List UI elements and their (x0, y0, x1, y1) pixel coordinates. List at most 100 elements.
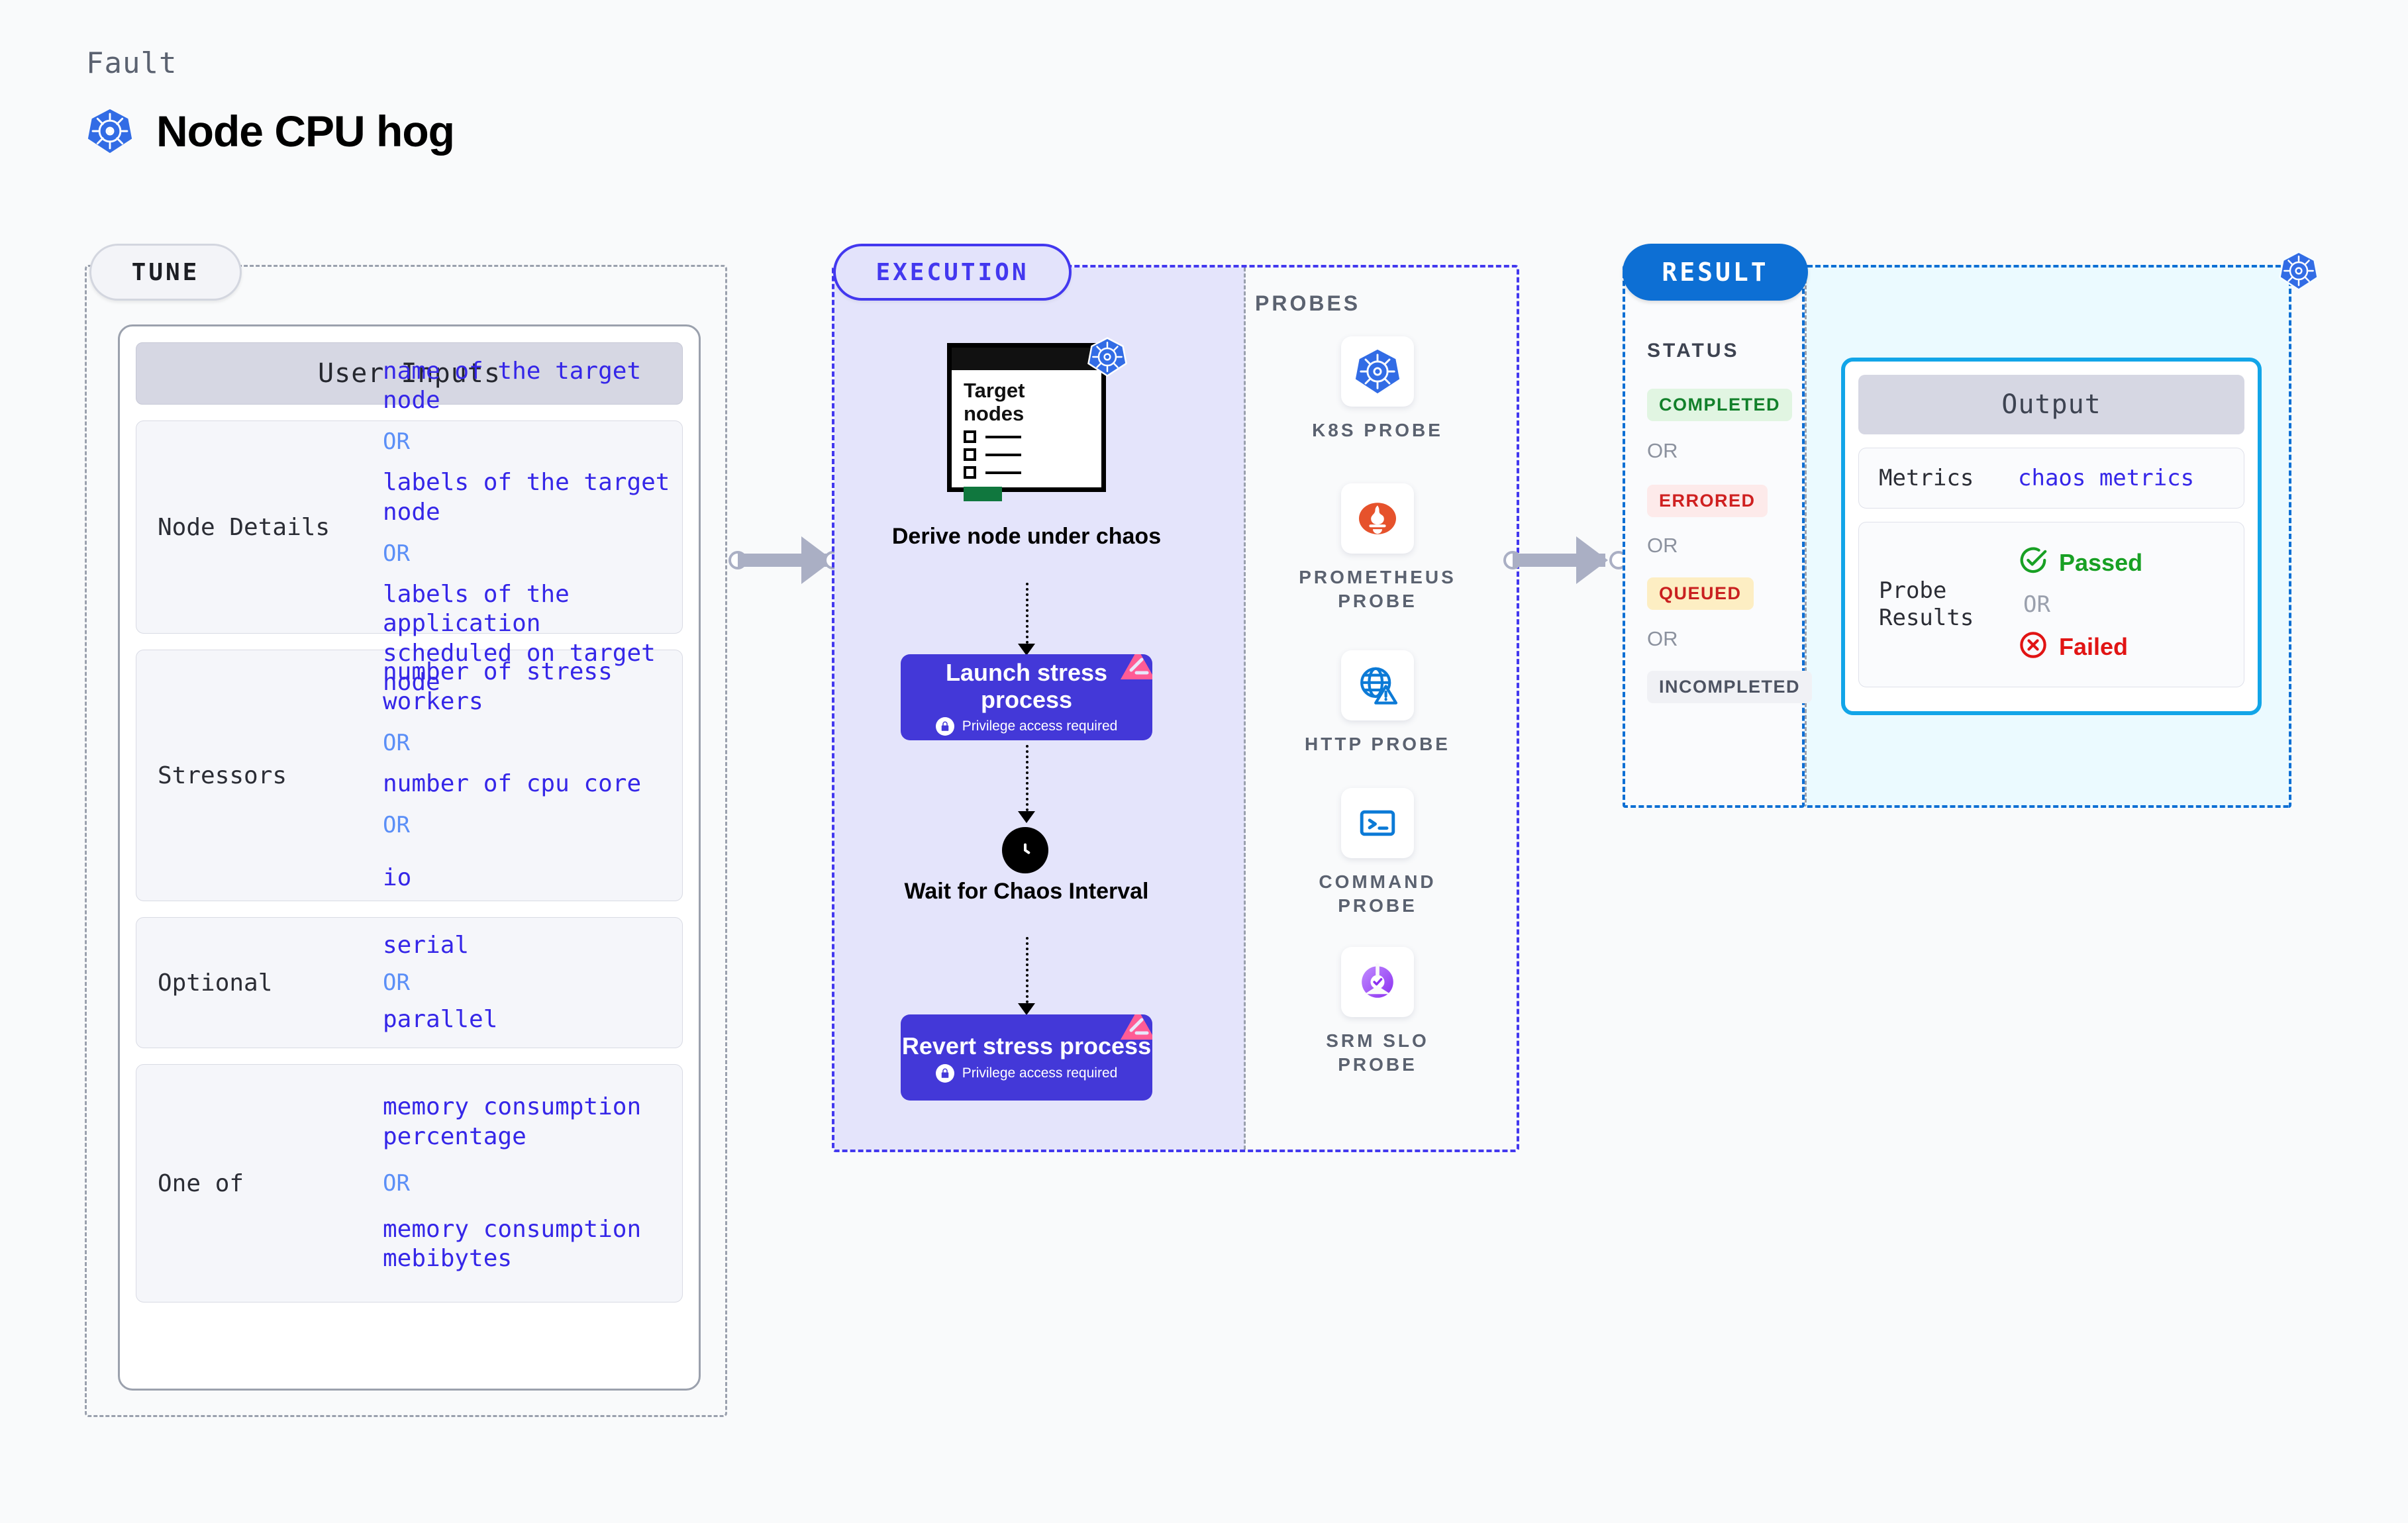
connector-arrowhead (1576, 536, 1608, 584)
flow-arrowhead (1018, 811, 1035, 823)
input-value: memory consumption mebibytes (383, 1216, 642, 1273)
probe-label: K8S PROBE (1312, 420, 1443, 440)
or-separator: OR (1647, 627, 1678, 650)
probes-divider (1244, 268, 1246, 1150)
page-title: Node CPU hog (156, 107, 455, 156)
probe-label: SRM SLO PROBE (1326, 1030, 1429, 1075)
input-row-node-details: Node Details name of the target node OR … (136, 358, 683, 696)
probe-item-k8s[interactable]: K8S PROBE (1298, 336, 1457, 442)
input-row-label: Node Details (158, 513, 330, 541)
prometheus-icon (1341, 483, 1414, 554)
slo-gauge-icon (1341, 947, 1414, 1017)
litmus-badge-icon (1117, 654, 1152, 691)
probe-item-prometheus[interactable]: PROMETHEUS PROBE (1298, 483, 1457, 614)
node-title: Revert stress process (901, 1032, 1152, 1060)
line-placeholder (985, 471, 1021, 474)
probes-section-label: PROBES (1255, 291, 1361, 315)
kubernetes-icon (86, 107, 134, 155)
or-separator: OR (383, 969, 410, 996)
revert-stress-process-node[interactable]: Revert stress process Privilege access r… (901, 1014, 1152, 1101)
output-row-label: Probe Results (1879, 577, 1974, 631)
terminal-icon (1341, 788, 1414, 858)
derive-node-caption: Derive node under chaos (891, 524, 1162, 549)
output-row-metrics: Metrics chaos metrics (1858, 448, 2244, 509)
or-separator: OR (383, 812, 410, 839)
tune-section-pill: TUNE (89, 244, 242, 301)
flow-arrow (1026, 745, 1028, 816)
execution-section-pill: EXECUTION (833, 244, 1072, 301)
target-nodes-title: Target nodes (964, 379, 1025, 425)
status-label: STATUS (1647, 340, 1740, 362)
input-value: number of stress workers (383, 658, 613, 715)
checkbox-row (964, 448, 1089, 462)
check-circle-icon (2018, 546, 2048, 579)
lock-icon (935, 717, 954, 736)
status-badge-errored: ERRORED (1647, 485, 1768, 517)
or-separator: OR (1647, 439, 1678, 462)
output-row-value: chaos metrics (2018, 465, 2195, 491)
probe-item-command[interactable]: COMMAND PROBE (1298, 788, 1457, 918)
lock-icon (935, 1063, 954, 1083)
probe-label: COMMAND PROBE (1319, 871, 1436, 916)
globe-warning-icon (1341, 650, 1414, 720)
node-title: Launch stress process (945, 658, 1108, 713)
or-separator: OR (2023, 591, 2050, 618)
fault-kicker: Fault (86, 46, 177, 80)
output-row-label: Metrics (1879, 464, 1974, 491)
user-inputs-header: User Inputs (136, 342, 683, 405)
probe-result-label: Passed (2059, 548, 2143, 576)
x-circle-icon (2018, 630, 2048, 663)
privilege-note: Privilege access required (935, 1063, 1117, 1083)
input-value: labels of the target node (383, 469, 670, 526)
probe-result-failed: Failed (2018, 630, 2142, 663)
input-value: parallel (383, 1006, 498, 1033)
input-value: name of the target node (383, 357, 642, 415)
input-value: io (383, 864, 412, 892)
checkbox-row (964, 466, 1089, 479)
output-row-probe-results: Probe Results Passed OR (1858, 522, 2244, 687)
or-separator: OR (383, 428, 410, 456)
privilege-note-text: Privilege access required (962, 718, 1118, 734)
launch-stress-process-node[interactable]: Launch stress process Privilege access r… (901, 654, 1152, 740)
probe-item-http[interactable]: HTTP PROBE (1298, 650, 1457, 756)
tune-frame (85, 265, 727, 1417)
checkbox-row (964, 430, 1089, 444)
or-separator: OR (383, 1170, 410, 1197)
flow-arrow (1026, 937, 1028, 1008)
input-value: memory consumption percentage (383, 1093, 642, 1150)
input-row-label: Stressors (158, 762, 287, 789)
checkbox-icon (964, 430, 976, 444)
probe-result-label: Failed (2059, 632, 2129, 660)
checkbox-icon (964, 448, 976, 462)
fault-title-row: Node CPU hog (86, 106, 455, 156)
card-titlebar (952, 348, 1101, 370)
input-row-optional: Optional serial OR parallel (136, 917, 683, 1048)
output-header: Output (1858, 375, 2244, 434)
input-row-label: One of (158, 1169, 244, 1197)
status-badge-incompleted: INCOMPLETED (1647, 671, 1813, 703)
result-section-pill: RESULT (1623, 244, 1808, 301)
flow-arrowhead (1018, 1003, 1035, 1015)
status-badge-completed: COMPLETED (1647, 389, 1793, 421)
kubernetes-icon (2278, 250, 2319, 295)
line-placeholder (985, 453, 1021, 456)
or-separator: OR (383, 730, 410, 756)
wait-node-caption: Wait for Chaos Interval (904, 879, 1149, 904)
status-badge-queued: QUEUED (1647, 577, 1754, 610)
input-row-label: Optional (158, 969, 273, 997)
input-value: labels of the application scheduled on t… (383, 581, 656, 696)
checkbox-icon (964, 466, 976, 479)
kubernetes-icon (1087, 336, 1128, 381)
green-bar (964, 487, 1002, 502)
line-placeholder (985, 435, 1021, 438)
probe-result-passed: Passed (2018, 546, 2142, 579)
user-inputs-card: User Inputs Node Details name of the tar… (118, 324, 701, 1391)
privilege-note: Privilege access required (935, 717, 1118, 736)
probe-item-srm-slo[interactable]: SRM SLO PROBE (1298, 947, 1457, 1077)
input-value: serial (383, 931, 470, 959)
input-row-stressors: Stressors number of stress workers OR nu… (136, 650, 683, 901)
derive-node-card: Target nodes (947, 343, 1106, 502)
kubernetes-icon (1341, 336, 1414, 407)
input-value: number of cpu core (383, 770, 642, 797)
or-separator: OR (1647, 534, 1678, 557)
